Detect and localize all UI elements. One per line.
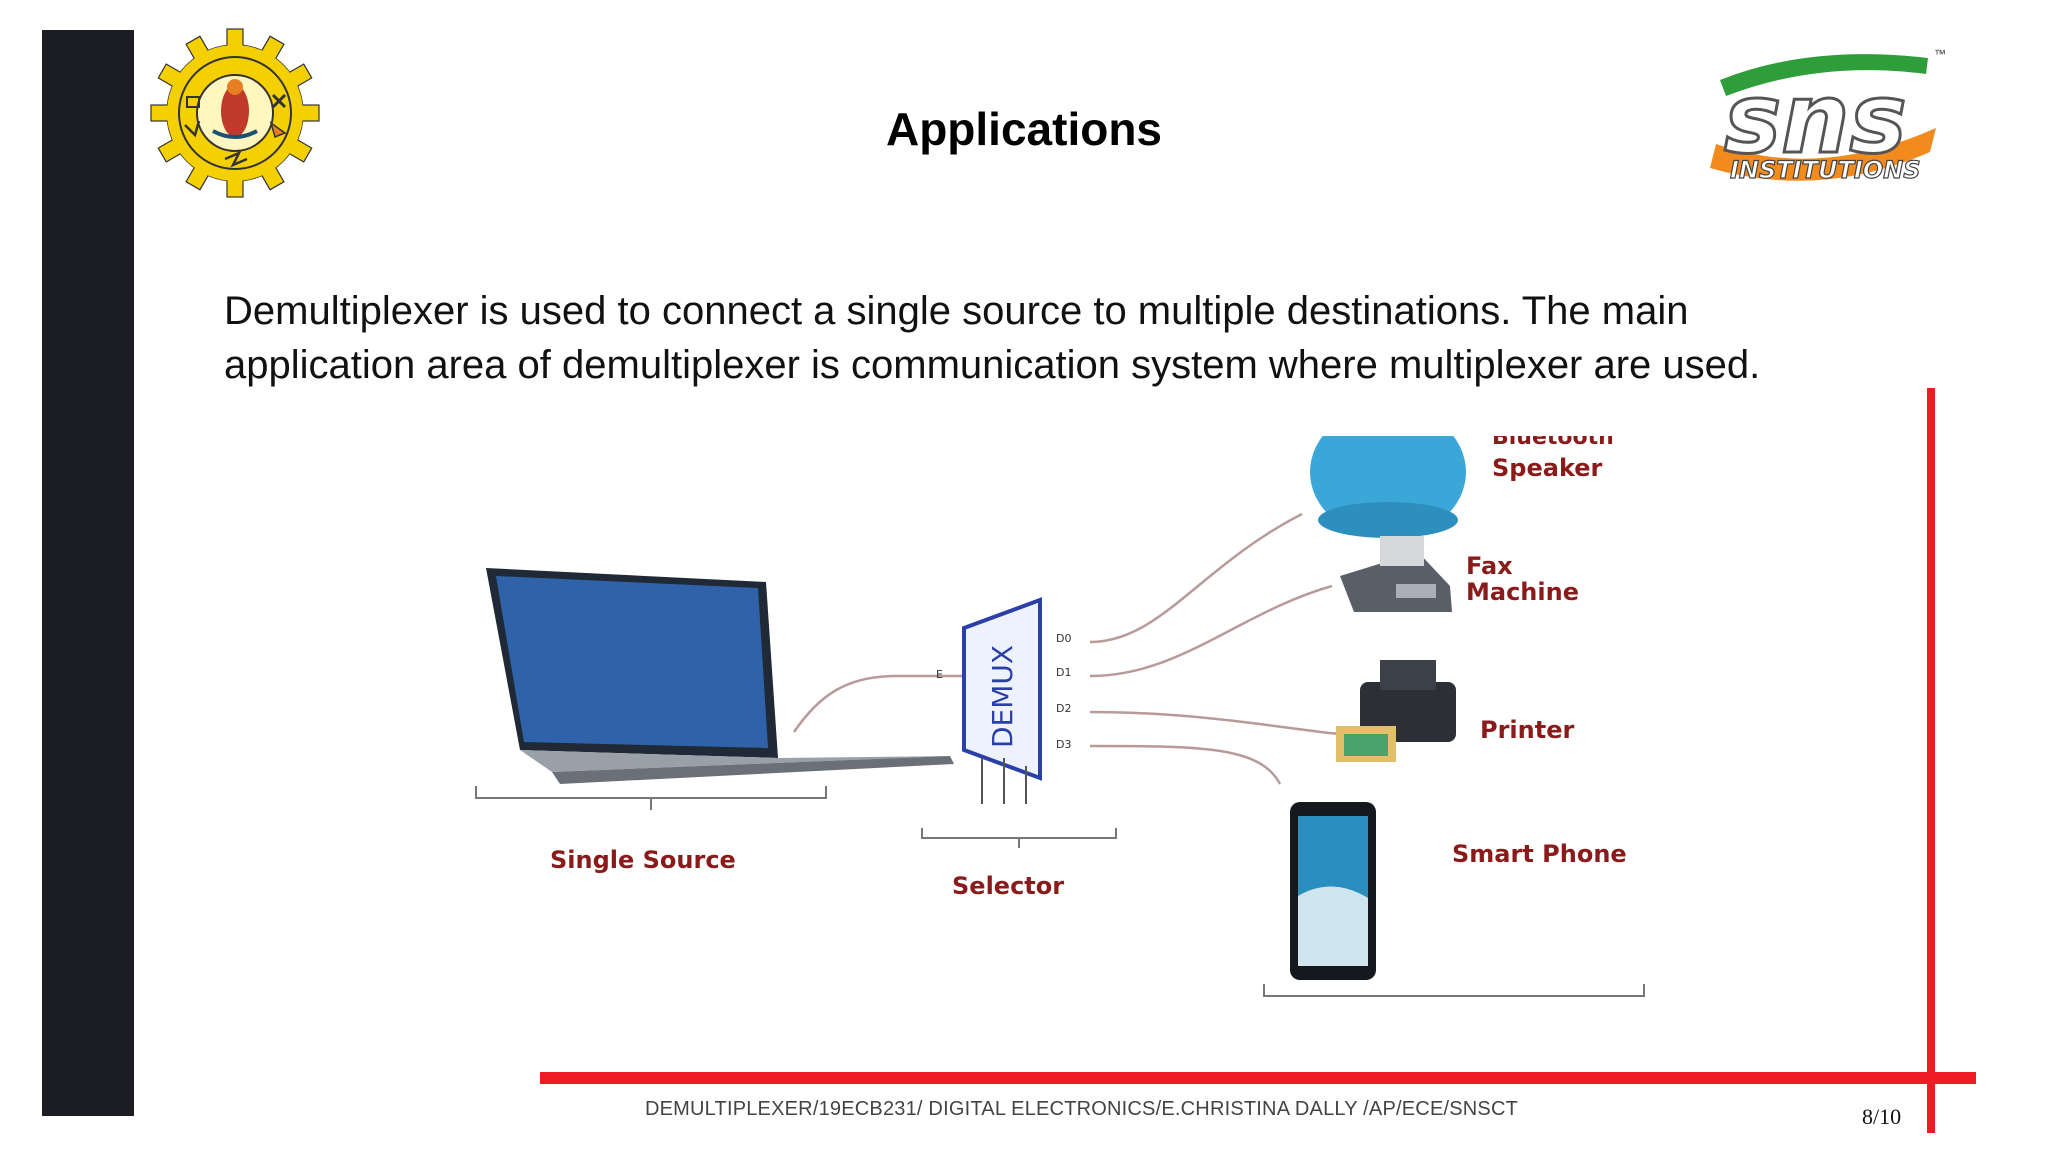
college-seal-logo: [150, 28, 320, 198]
slide-body-text: Demultiplexer is used to connect a singl…: [224, 284, 1944, 392]
svg-text:E: E: [936, 668, 943, 681]
left-accent-bar: [42, 30, 134, 1116]
body-line-2: application area of demultiplexer is com…: [224, 343, 1761, 387]
svg-text:D3: D3: [1056, 738, 1071, 751]
svg-text:Fax: Fax: [1466, 552, 1513, 580]
page-number: 8/10: [1862, 1104, 1902, 1129]
svg-text:Bluetooth: Bluetooth: [1492, 436, 1614, 450]
demux-application-diagram: E DEMUX D0 D1 D2 D3 Bluetooth Speaker Fa…: [460, 436, 1660, 1006]
smart-phone-image: [1290, 802, 1376, 980]
svg-text:Speaker: Speaker: [1492, 454, 1603, 482]
printer-image: [1336, 660, 1456, 762]
slide-footer: DEMULTIPLEXER/19ECB231/ DIGITAL ELECTRON…: [645, 1098, 1519, 1120]
svg-text:sns: sns: [1724, 63, 1907, 175]
svg-text:Printer: Printer: [1480, 716, 1574, 744]
svg-text:DEMUX: DEMUX: [986, 645, 1019, 748]
svg-text:Selector: Selector: [952, 872, 1064, 900]
svg-text:Smart Phone: Smart Phone: [1452, 840, 1627, 868]
red-accent-horizontal-line: [540, 1072, 1976, 1084]
svg-text:D1: D1: [1056, 666, 1071, 679]
slide-title: Applications: [885, 103, 1163, 155]
svg-text:™: ™: [1934, 47, 1946, 61]
red-accent-vertical-line: [1927, 388, 1935, 1133]
fax-machine-image: [1340, 536, 1452, 612]
svg-text:D0: D0: [1056, 632, 1071, 645]
laptop-image: [486, 568, 954, 784]
bluetooth-speaker-image: [1310, 436, 1466, 538]
svg-text:INSTITUTIONS: INSTITUTIONS: [1730, 156, 1921, 184]
svg-text:D2: D2: [1056, 702, 1071, 715]
svg-text:Single Source: Single Source: [550, 846, 736, 874]
demux-block: DEMUX: [962, 597, 1042, 781]
svg-text:Machine: Machine: [1466, 578, 1579, 606]
body-line-1: Demultiplexer is used to connect a singl…: [224, 289, 1689, 333]
sns-institutions-logo: sns INSTITUTIONS ™: [1710, 47, 1946, 185]
